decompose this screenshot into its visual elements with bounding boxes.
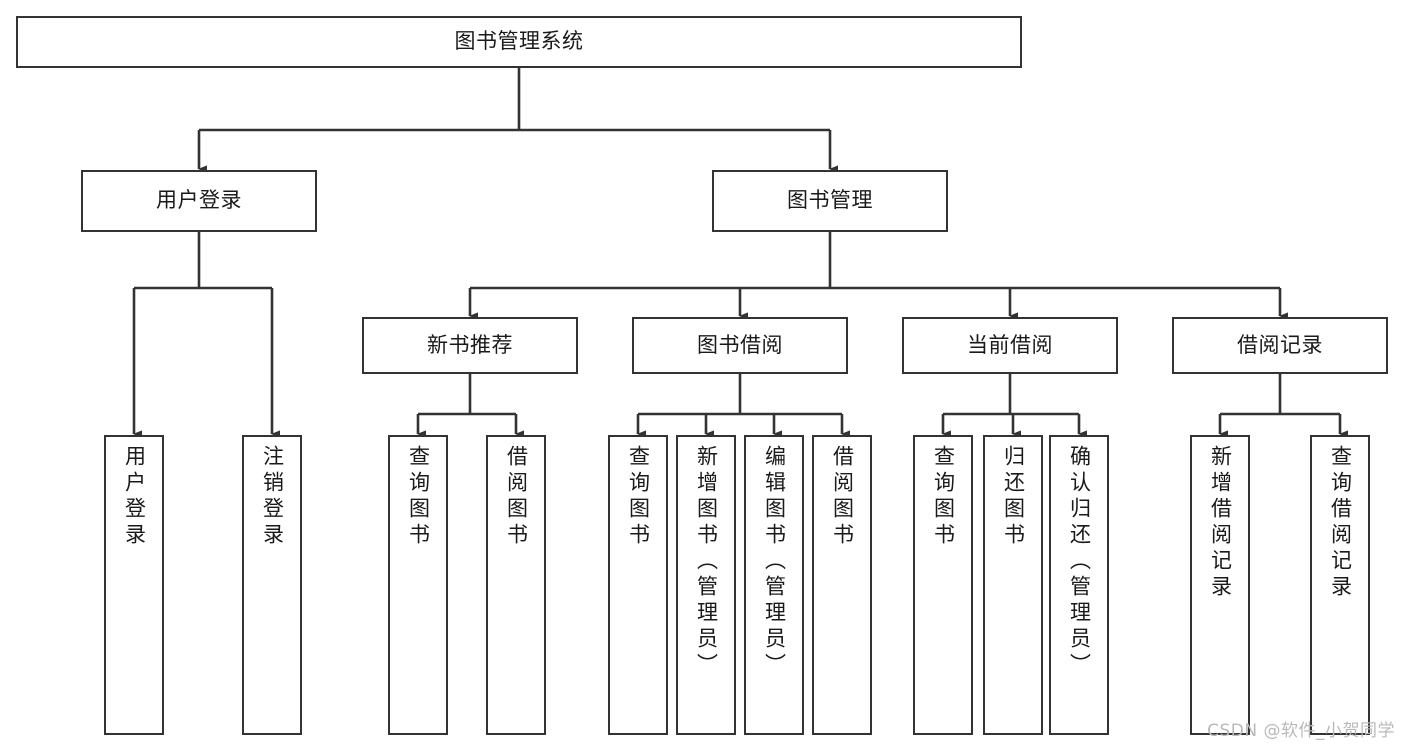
leaf-borrow-book-2-label: 借阅图书 bbox=[830, 445, 855, 549]
leaf-return-book[interactable]: 归还图书 bbox=[983, 435, 1043, 735]
node-book-borrow[interactable]: 图书借阅 bbox=[632, 317, 848, 374]
leaf-query-book-1[interactable]: 查询图书 bbox=[388, 435, 448, 735]
leaf-borrow-book-1[interactable]: 借阅图书 bbox=[486, 435, 546, 735]
node-new-book-recommend-label: 新书推荐 bbox=[427, 332, 513, 357]
leaf-add-book-label: 新增图书（管理员） bbox=[694, 445, 719, 679]
node-borrow-record-label: 借阅记录 bbox=[1237, 332, 1323, 357]
node-borrow-record[interactable]: 借阅记录 bbox=[1172, 317, 1388, 374]
leaf-add-book[interactable]: 新增图书（管理员） bbox=[676, 435, 736, 735]
leaf-user-login-label: 用户登录 bbox=[122, 445, 147, 549]
leaf-return-book-label: 归还图书 bbox=[1001, 445, 1026, 549]
leaf-query-borrow-record[interactable]: 查询借阅记录 bbox=[1310, 435, 1370, 735]
leaf-confirm-return-label: 确认归还（管理员） bbox=[1067, 445, 1092, 679]
node-book-management[interactable]: 图书管理 bbox=[712, 170, 948, 232]
leaf-query-book-1-label: 查询图书 bbox=[406, 445, 431, 549]
leaf-query-borrow-record-label: 查询借阅记录 bbox=[1328, 445, 1353, 601]
leaf-query-book-3[interactable]: 查询图书 bbox=[913, 435, 973, 735]
leaf-logout[interactable]: 注销登录 bbox=[242, 435, 302, 735]
node-root[interactable]: 图书管理系统 bbox=[16, 16, 1022, 68]
node-current-borrow-label: 当前借阅 bbox=[967, 332, 1053, 357]
leaf-query-book-2[interactable]: 查询图书 bbox=[608, 435, 668, 735]
node-new-book-recommend[interactable]: 新书推荐 bbox=[362, 317, 578, 374]
leaf-logout-label: 注销登录 bbox=[260, 445, 285, 549]
node-current-borrow[interactable]: 当前借阅 bbox=[902, 317, 1118, 374]
node-user-login-label: 用户登录 bbox=[156, 188, 242, 213]
leaf-add-borrow-record[interactable]: 新增借阅记录 bbox=[1190, 435, 1250, 735]
leaf-query-book-3-label: 查询图书 bbox=[931, 445, 956, 549]
node-book-management-label: 图书管理 bbox=[787, 188, 873, 213]
leaf-edit-book-label: 编辑图书（管理员） bbox=[762, 445, 787, 679]
leaf-borrow-book-2[interactable]: 借阅图书 bbox=[812, 435, 872, 735]
leaf-user-login[interactable]: 用户登录 bbox=[104, 435, 164, 735]
leaf-edit-book[interactable]: 编辑图书（管理员） bbox=[744, 435, 804, 735]
leaf-add-borrow-record-label: 新增借阅记录 bbox=[1208, 445, 1233, 601]
leaf-confirm-return[interactable]: 确认归还（管理员） bbox=[1049, 435, 1109, 735]
watermark: CSDN @软件_小贺同学 bbox=[1207, 721, 1395, 741]
leaf-query-book-2-label: 查询图书 bbox=[626, 445, 651, 549]
node-user-login[interactable]: 用户登录 bbox=[81, 170, 317, 232]
leaf-borrow-book-1-label: 借阅图书 bbox=[504, 445, 529, 549]
node-root-label: 图书管理系统 bbox=[454, 29, 584, 54]
node-book-borrow-label: 图书借阅 bbox=[697, 332, 783, 357]
